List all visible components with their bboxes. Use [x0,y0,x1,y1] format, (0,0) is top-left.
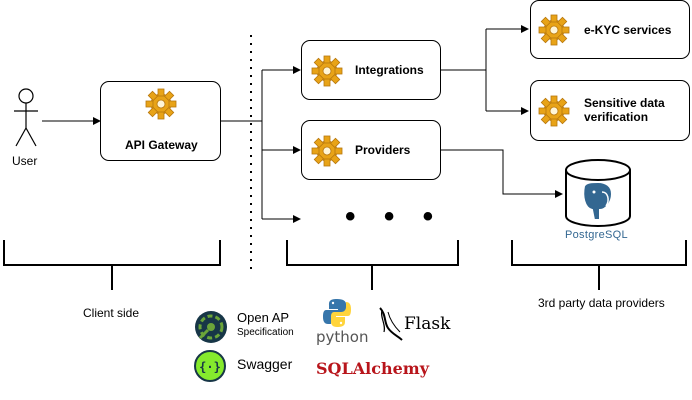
openapi-label-line1: Open AP [237,310,290,325]
providers-to-db-arrow [441,149,563,198]
postgresql-database-icon [565,159,631,227]
integrations-node[interactable]: Integrations [301,40,441,100]
ekyc-label: e-KYC services [584,23,672,37]
sqlalchemy-logo: SQLAlchemy [316,359,430,378]
gear-icon [311,55,343,87]
client-side-label: Client side [83,306,140,320]
python-logo-icon [323,299,351,327]
openapi-logo-icon [195,311,227,343]
api-gateway-node[interactable]: API Gateway [100,81,221,161]
openapi-label-line2: Specification [237,327,294,338]
integrations-label: Integrations [355,63,424,77]
user-icon [14,88,38,147]
swagger-label: Swagger [237,356,293,372]
gear-icon [145,88,177,120]
svg-text:{·}: {·} [199,360,221,374]
third-party-label: 3rd party data providers [538,296,665,310]
gear-icon [538,14,570,46]
services-bracket [286,240,459,266]
user-label: User [12,154,38,168]
flask-logo-icon [379,307,403,341]
ekyc-node[interactable]: e-KYC services [530,0,690,59]
postgresql-label: PostgreSQL [565,229,628,241]
flask-label: Flask [404,314,451,334]
client-bracket [3,240,221,266]
providers-node[interactable]: Providers [301,120,441,180]
more-services-ellipsis: • • • [345,200,444,233]
api-gateway-label: API Gateway [125,138,198,152]
gear-icon [311,135,343,167]
third-party-bracket [511,240,687,266]
python-label: python [316,328,369,346]
gear-icon [538,95,570,127]
sensitive-label-line1: Sensitive data [584,96,665,110]
swagger-logo-icon: {·} [194,350,226,382]
sensitive-label-line2: verification [584,110,649,124]
providers-label: Providers [355,143,411,157]
sensitive-data-node[interactable]: Sensitive data verification [530,80,690,141]
